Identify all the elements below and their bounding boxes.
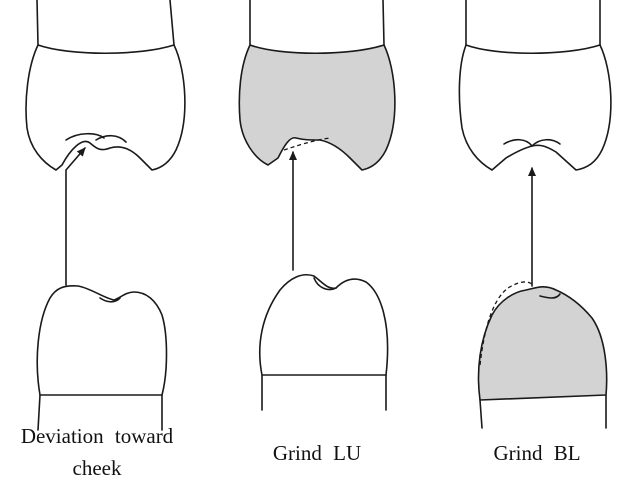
upper-tooth-3 (459, 0, 611, 170)
upper-tooth-1 (26, 0, 185, 170)
caption-deviation: Deviation toward cheek (12, 420, 182, 484)
lower-tooth-1 (37, 286, 166, 430)
ground-region-upper (239, 45, 395, 170)
panel-grind-lu (239, 0, 395, 410)
arrow-deviation (66, 148, 85, 285)
caption-grind-lu: Grind LU (232, 437, 402, 469)
panel-deviation (26, 0, 185, 430)
panel-grind-bl (459, 0, 611, 428)
caption-grind-bl: Grind BL (452, 437, 622, 469)
lower-tooth-2 (260, 275, 388, 410)
ground-region-lower (479, 287, 607, 400)
lower-tooth-3 (479, 282, 607, 428)
upper-tooth-2 (239, 0, 395, 170)
